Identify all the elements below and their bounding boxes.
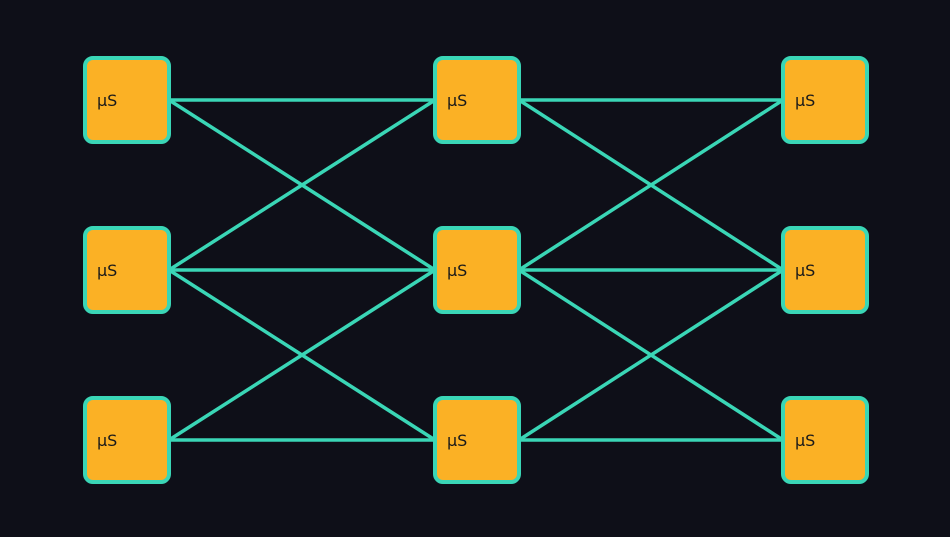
microservice-node: µS	[433, 56, 521, 144]
node-label: µS	[97, 90, 118, 110]
microservice-node: µS	[433, 396, 521, 484]
node-label: µS	[97, 260, 118, 280]
microservice-node: µS	[781, 56, 869, 144]
microservice-node: µS	[433, 226, 521, 314]
microservice-node: µS	[83, 226, 171, 314]
connection-line	[167, 98, 437, 272]
connection-line	[167, 268, 437, 442]
microservice-node: µS	[83, 56, 171, 144]
node-label: µS	[447, 430, 468, 450]
node-label: µS	[447, 90, 468, 110]
connection-line	[517, 268, 785, 442]
node-label: µS	[447, 260, 468, 280]
microservice-node: µS	[781, 396, 869, 484]
microservice-node: µS	[83, 396, 171, 484]
node-label: µS	[795, 90, 816, 110]
microservice-node: µS	[781, 226, 869, 314]
node-label: µS	[795, 260, 816, 280]
node-label: µS	[795, 430, 816, 450]
node-label: µS	[97, 430, 118, 450]
connection-line	[517, 98, 785, 272]
